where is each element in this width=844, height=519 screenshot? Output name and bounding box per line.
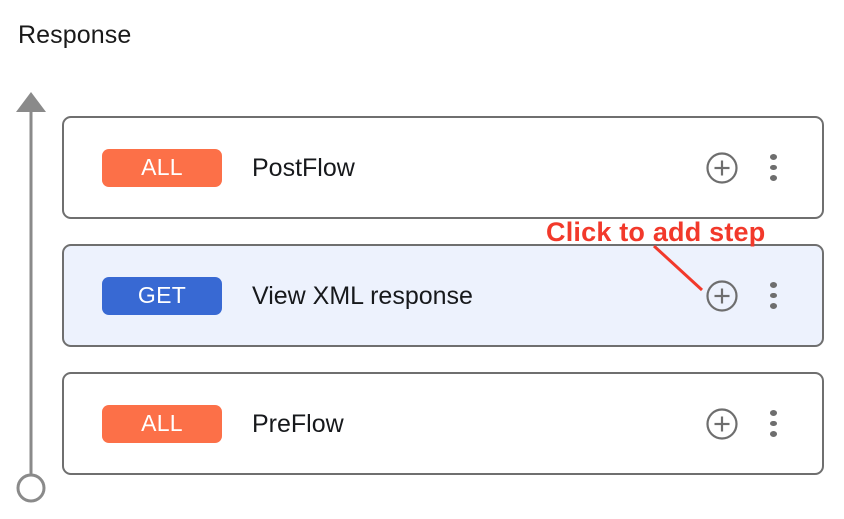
- menu-dot: [769, 164, 777, 171]
- flow-row-label: PreFlow: [252, 409, 344, 438]
- menu-dot: [769, 303, 777, 310]
- flow-row-postflow[interactable]: ALL PostFlow: [62, 116, 824, 219]
- axis-arrow-head: [16, 92, 46, 112]
- menu-dot: [769, 292, 777, 299]
- row-actions: [706, 407, 786, 440]
- page-title: Response: [18, 21, 132, 49]
- flow-direction-axis: [0, 80, 64, 514]
- row-actions: [706, 279, 786, 312]
- annotation-callout-text: Click to add step: [546, 217, 766, 247]
- flow-row-label: PostFlow: [252, 153, 355, 182]
- plus-circle-icon[interactable]: [706, 279, 738, 312]
- plus-circle-icon[interactable]: [706, 407, 738, 440]
- more-vertical-icon[interactable]: [760, 280, 786, 312]
- flow-row-label: View XML response: [252, 281, 473, 310]
- method-badge-get: GET: [102, 276, 222, 315]
- flow-list: ALL PostFlow GET View XML response: [62, 116, 824, 500]
- more-vertical-icon[interactable]: [760, 152, 786, 184]
- menu-dot: [769, 431, 777, 438]
- menu-dot: [769, 175, 777, 182]
- plus-circle-icon[interactable]: [706, 151, 738, 184]
- flow-row-view-xml-response[interactable]: GET View XML response: [62, 244, 824, 347]
- menu-dot: [769, 420, 777, 427]
- axis-end-circle: [16, 473, 46, 503]
- method-badge-all: ALL: [102, 148, 222, 187]
- more-vertical-icon[interactable]: [760, 408, 786, 440]
- row-actions: [706, 151, 786, 184]
- flow-row-preflow[interactable]: ALL PreFlow: [62, 372, 824, 475]
- method-badge-all: ALL: [102, 404, 222, 443]
- menu-dot: [769, 154, 777, 160]
- menu-dot: [769, 410, 777, 416]
- menu-dot: [769, 282, 777, 288]
